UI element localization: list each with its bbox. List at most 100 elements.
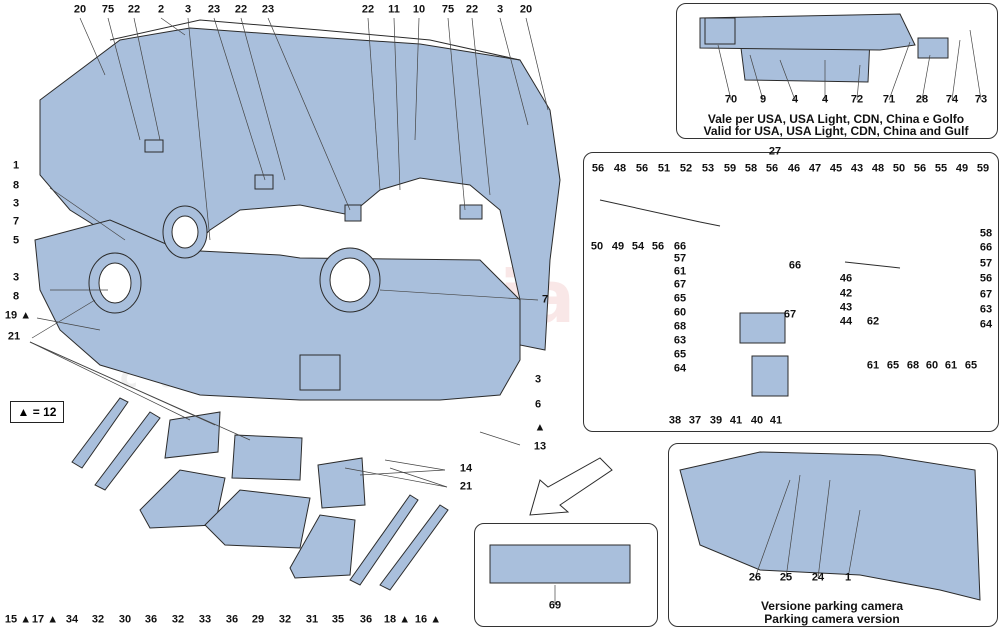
callout: 21 bbox=[459, 480, 473, 493]
callout: 3 bbox=[12, 271, 20, 284]
callout: 68 bbox=[906, 359, 920, 372]
callout: 61 bbox=[944, 359, 958, 372]
callout: 26 bbox=[748, 571, 762, 584]
callout: 36 bbox=[144, 613, 158, 626]
sensor-bracket bbox=[254, 174, 274, 190]
callout: 65 bbox=[673, 292, 687, 305]
callout: 6 bbox=[534, 398, 542, 411]
cover-panel-1 bbox=[139, 469, 226, 529]
inset-mechanism-frame bbox=[583, 152, 999, 432]
callout: 3 bbox=[534, 373, 542, 386]
callout: 18 ▲ bbox=[383, 613, 411, 626]
callout: 27 bbox=[768, 145, 782, 158]
callout: 30 bbox=[118, 613, 132, 626]
callout: 72 bbox=[850, 93, 864, 106]
callout: 45 bbox=[829, 162, 843, 175]
license-plate-bracket bbox=[489, 544, 631, 584]
callout: 36 bbox=[359, 613, 373, 626]
callout: 24 bbox=[811, 571, 825, 584]
callout: 21 bbox=[7, 330, 21, 343]
lock-actuator bbox=[739, 312, 786, 344]
callout: 67 bbox=[673, 278, 687, 291]
callout: 41 bbox=[729, 414, 743, 427]
camera-caption-it: Versione parking camera bbox=[760, 599, 904, 613]
callout: 36 bbox=[225, 613, 239, 626]
plate-bracket-2 bbox=[231, 434, 303, 481]
bumper-top-edge bbox=[109, 19, 521, 61]
callout: ▲ bbox=[534, 421, 546, 434]
callout: 32 bbox=[91, 613, 105, 626]
usa-bracket-left bbox=[704, 17, 736, 45]
plate-bracket-3 bbox=[317, 457, 366, 509]
callout: 46 bbox=[787, 162, 801, 175]
callout: 23 bbox=[207, 3, 221, 16]
callout: 33 bbox=[198, 613, 212, 626]
callout: 52 bbox=[679, 162, 693, 175]
cover-panel-3 bbox=[289, 514, 356, 579]
callout: 22 bbox=[361, 3, 375, 16]
callout: 8 bbox=[12, 290, 20, 303]
callout: 48 bbox=[613, 162, 627, 175]
callout: 50 bbox=[892, 162, 906, 175]
callout: 59 bbox=[976, 162, 990, 175]
callout: 1 bbox=[844, 571, 852, 584]
callout: 71 bbox=[882, 93, 896, 106]
callout: 59 bbox=[723, 162, 737, 175]
callout: 48 bbox=[871, 162, 885, 175]
callout: 7 bbox=[12, 215, 20, 228]
direction-arrow bbox=[529, 457, 613, 516]
callout: 13 bbox=[533, 440, 547, 453]
callout: 3 bbox=[12, 197, 20, 210]
callout: 50 bbox=[590, 240, 604, 253]
callout: 35 bbox=[331, 613, 345, 626]
callout: 68 bbox=[673, 320, 687, 333]
callout: 23 bbox=[261, 3, 275, 16]
callout: 49 bbox=[611, 240, 625, 253]
callout: 40 bbox=[750, 414, 764, 427]
callout: 5 bbox=[12, 234, 20, 247]
callout: 75 bbox=[101, 3, 115, 16]
callout: 19 ▲ bbox=[4, 309, 32, 322]
callout: 11 bbox=[388, 3, 400, 16]
side-blade-2 bbox=[94, 411, 161, 491]
callout: 3 bbox=[496, 3, 504, 16]
callout: 63 bbox=[673, 334, 687, 347]
callout: 56 bbox=[635, 162, 649, 175]
lock-base bbox=[751, 355, 789, 397]
callout: 64 bbox=[979, 318, 993, 331]
callout: 54 bbox=[631, 240, 645, 253]
callout: 7 bbox=[541, 293, 549, 306]
callout: 73 bbox=[974, 93, 988, 106]
callout: 57 bbox=[673, 252, 687, 265]
camera-caption-en: Parking camera version bbox=[764, 612, 900, 626]
callout: 41 bbox=[769, 414, 783, 427]
callout: 60 bbox=[673, 306, 687, 319]
callout: 67 bbox=[979, 288, 993, 301]
callout: 70 bbox=[724, 93, 738, 106]
callout: 66 bbox=[979, 241, 993, 254]
callout: 8 bbox=[12, 179, 20, 192]
usa-caption-it: Vale per USA, USA Light, CDN, China e Go… bbox=[707, 112, 965, 126]
callout: 55 bbox=[934, 162, 948, 175]
callout: 16 ▲ bbox=[414, 613, 442, 626]
callout: 15 ▲ bbox=[4, 613, 32, 626]
callout: 64 bbox=[673, 362, 687, 375]
callout: 43 bbox=[839, 301, 853, 314]
callout: 44 bbox=[839, 315, 853, 328]
callout: 56 bbox=[979, 272, 993, 285]
diffuser bbox=[34, 219, 521, 401]
callout: 74 bbox=[945, 93, 959, 106]
callout: 29 bbox=[251, 613, 265, 626]
side-blade-4 bbox=[379, 504, 449, 591]
callout: 32 bbox=[278, 613, 292, 626]
callout: 43 bbox=[850, 162, 864, 175]
callout: 58 bbox=[744, 162, 758, 175]
callout: 4 bbox=[791, 93, 799, 106]
callout: 17 ▲ bbox=[31, 613, 59, 626]
callout: 57 bbox=[979, 257, 993, 270]
callout: 56 bbox=[591, 162, 605, 175]
callout: 39 bbox=[709, 414, 723, 427]
callout: 56 bbox=[913, 162, 927, 175]
callout: 42 bbox=[839, 287, 853, 300]
legend-box: ▲ = 12 bbox=[10, 401, 64, 423]
